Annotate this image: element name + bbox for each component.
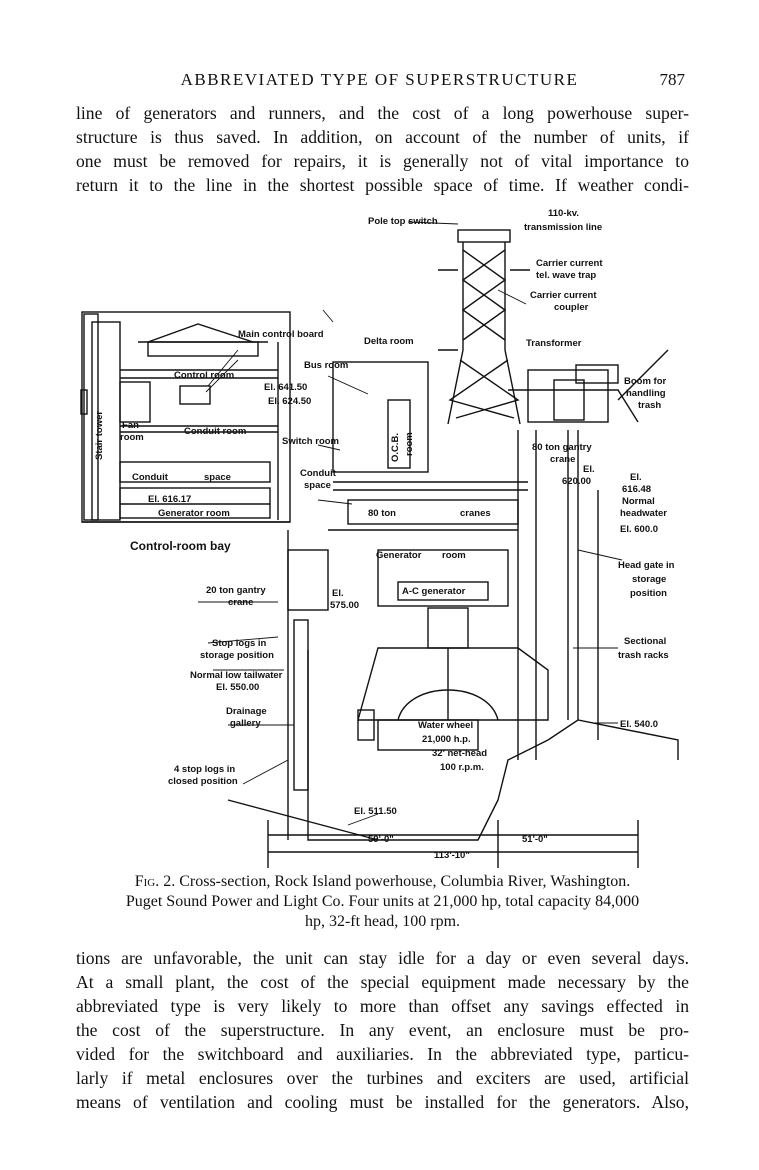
label-conduit-room: Conduit room xyxy=(184,426,246,437)
running-header: ABBREVIATED TYPE OF SUPERSTRUCTURE 787 xyxy=(0,68,759,92)
label-space: space xyxy=(304,480,331,491)
label-tailwater-2: El. 550.00 xyxy=(216,682,259,693)
label-el-575-2: 575.00 xyxy=(330,600,359,611)
label-el-600: El. 600.0 xyxy=(620,524,658,535)
caption-fig-number: Fig. 2. xyxy=(134,873,176,890)
caption-line-1: Cross-section, Rock Island powerhouse, C… xyxy=(179,873,631,890)
label-water-wheel-1: Water wheel xyxy=(418,720,473,731)
label-el-616: El. 616.17 xyxy=(148,494,191,505)
label-carrier-trap-1: Carrier current xyxy=(536,258,603,269)
label-el-511: El. 511.50 xyxy=(354,806,397,817)
label-ocb-room-2: room xyxy=(404,432,415,456)
label-stop-logs-2: storage position xyxy=(200,650,274,661)
text-line: means of ventilation and cooling must be… xyxy=(76,1092,689,1112)
label-el-624: El. 624.50 xyxy=(268,396,311,407)
leader-lines xyxy=(198,221,623,826)
label-fan-room-1: Fan xyxy=(122,420,139,431)
label-ac-generator: A-C generator xyxy=(402,586,466,597)
label-el-620-1: El. xyxy=(583,464,595,475)
label-el-620-2: 620.00 xyxy=(562,476,591,487)
label-main-control-board: Main control board xyxy=(238,329,324,340)
transmission-tower-drawing xyxy=(438,229,530,425)
label-water-wheel-2: 21,000 h.p. xyxy=(422,734,471,745)
label-ocb-room-1: O.C.B. xyxy=(390,433,401,462)
dimension-lines xyxy=(267,820,639,868)
caption-line-3: hp, 32-ft head, 100 rpm. xyxy=(304,913,461,930)
label-sectional-2: trash racks xyxy=(618,650,669,661)
label-drainage-2: gallery xyxy=(230,718,261,729)
label-head-gate-1: Head gate in xyxy=(618,560,675,571)
label-gantry-20-1: 20 ton gantry xyxy=(206,585,266,596)
label-head-gate-2: storage xyxy=(632,574,666,585)
label-el-616-48-1: El. xyxy=(630,472,642,483)
figure-caption: Fig. 2. Cross-section, Rock Island power… xyxy=(76,872,689,932)
label-boom-3: trash xyxy=(638,400,661,411)
label-cranes-80: 80 ton xyxy=(368,508,396,519)
label-stop-logs-closed-2: closed position xyxy=(168,776,238,787)
text-line: return it to the line in the shortest po… xyxy=(76,175,689,195)
label-water-wheel-3: 32' net-head xyxy=(432,748,487,759)
label-transformer: Transformer xyxy=(526,338,582,349)
label-normal-hw-1: Normal xyxy=(622,496,655,507)
label-normal-hw-2: headwater xyxy=(620,508,667,519)
text-line: one must be removed for repairs, it is g… xyxy=(76,151,689,171)
label-generator-room-small: Generator room xyxy=(158,508,230,519)
label-boom-2: handling xyxy=(626,388,666,399)
page-number: 787 xyxy=(659,70,686,89)
text-line: tions are unfavorable, the unit can stay… xyxy=(76,948,689,968)
label-head-gate-3: position xyxy=(630,588,667,599)
label-control-room: Control room xyxy=(174,370,234,381)
label-el-616-48-2: 616.48 xyxy=(622,484,651,495)
label-el-540: El. 540.0 xyxy=(620,719,658,730)
label-dim-59: 59'-0" xyxy=(368,834,394,845)
label-cranes-word: cranes xyxy=(460,508,491,519)
text-line: larly if metal enclosures over the turbi… xyxy=(76,1068,689,1088)
label-drainage-1: Drainage xyxy=(226,706,267,717)
label-delta-room: Delta room xyxy=(364,336,414,347)
label-conduit-space-left: Conduit xyxy=(132,472,169,483)
label-water-wheel-4: 100 r.p.m. xyxy=(440,762,484,773)
text-line: At a small plant, the cost of the specia… xyxy=(76,972,689,992)
top-paragraph: line of generators and runners, and the … xyxy=(76,101,689,197)
text-line: vided for the switchboard and auxiliarie… xyxy=(76,1044,689,1064)
text-line: the cost of the superstructure. In any e… xyxy=(76,1020,689,1040)
control-room-bay-drawing xyxy=(80,311,291,523)
label-stair-tower: Stair tower xyxy=(94,411,105,460)
label-switch-room: Switch room xyxy=(282,436,339,447)
label-pole-top-switch: Pole top switch xyxy=(368,216,438,227)
label-boom-1: Boom for xyxy=(624,376,667,387)
caption-line-2: Puget Sound Power and Light Co. Four uni… xyxy=(125,893,640,910)
label-gantry-80-2: crane xyxy=(550,454,575,465)
label-el-575-1: El. xyxy=(332,588,344,599)
label-space-left: space xyxy=(204,472,231,483)
label-stop-logs-closed-1: 4 stop logs in xyxy=(174,764,235,775)
bottom-paragraph: tions are unfavorable, the unit can stay… xyxy=(76,946,689,1114)
label-bus-room: Bus room xyxy=(304,360,348,371)
label-dim-113: 113'-10" xyxy=(434,850,470,861)
running-title: ABBREVIATED TYPE OF SUPERSTRUCTURE xyxy=(180,70,579,89)
text-line: abbreviated type is very likely to more … xyxy=(76,996,689,1016)
label-control-room-bay: Control-room bay xyxy=(130,539,231,553)
text-line: structure is thus saved. In addition, on… xyxy=(76,127,689,147)
label-transmission-line-2: transmission line xyxy=(524,222,602,233)
label-generator-room: Generator xyxy=(376,550,422,561)
label-stop-logs-1: Stop logs in xyxy=(212,638,267,649)
figure-labels: Pole top switch 110-kv. transmission lin… xyxy=(94,208,675,861)
label-gantry-20-2: crane xyxy=(228,597,253,608)
label-dim-51: 51'-0" xyxy=(522,834,548,845)
label-room-word: room xyxy=(442,550,466,561)
label-fan-room-2: room xyxy=(120,432,144,443)
label-carrier-trap-2: tel. wave trap xyxy=(536,270,596,281)
label-sectional-1: Sectional xyxy=(624,636,666,647)
text-line: line of generators and runners, and the … xyxy=(76,103,689,123)
label-gantry-80-1: 80 ton gantry xyxy=(532,442,592,453)
label-transmission-line-1: 110-kv. xyxy=(548,208,579,219)
powerhouse-structure-drawing xyxy=(227,349,679,841)
label-el-641: El. 641.50 xyxy=(264,382,307,393)
label-tailwater-1: Normal low tailwater xyxy=(190,670,283,681)
powerhouse-cross-section-figure: Pole top switch 110-kv. transmission lin… xyxy=(80,208,679,868)
label-conduit-space: Conduit xyxy=(300,468,337,479)
label-carrier-coupler-2: coupler xyxy=(554,302,589,313)
label-carrier-coupler-1: Carrier current xyxy=(530,290,597,301)
